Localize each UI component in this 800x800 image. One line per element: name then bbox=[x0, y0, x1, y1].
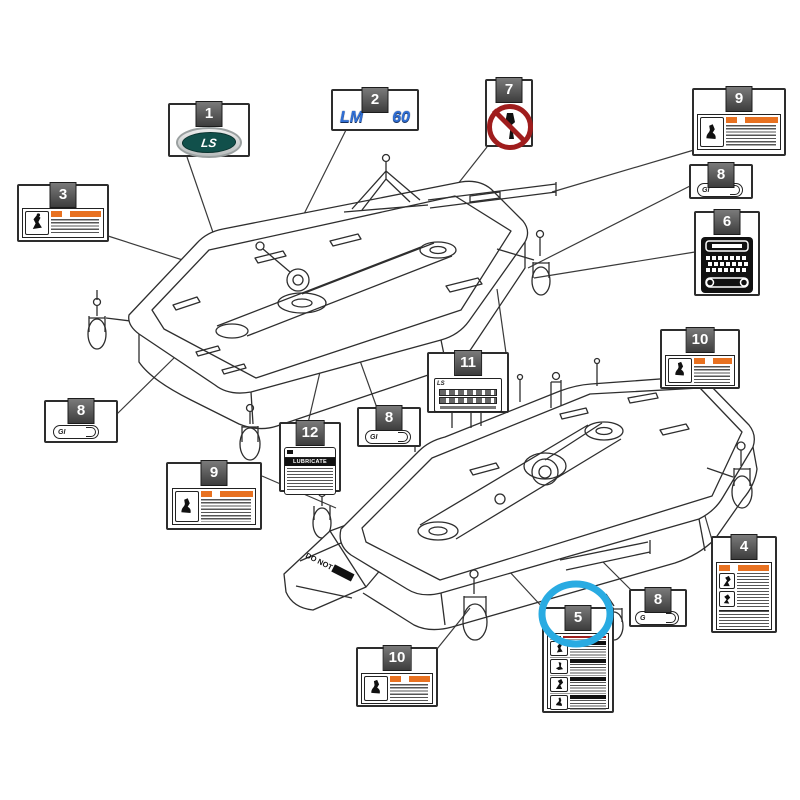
rotating-blade-icon bbox=[550, 659, 568, 674]
warning-decal bbox=[172, 488, 256, 525]
warning-decal bbox=[22, 208, 104, 238]
callout-3-number: 3 bbox=[49, 182, 77, 208]
callout-8-number: 8 bbox=[707, 162, 735, 188]
chute-text-blur bbox=[331, 564, 355, 582]
caster-wheel bbox=[239, 427, 261, 461]
tip-over-hazard-icon bbox=[25, 211, 49, 235]
callout-10-number: 10 bbox=[382, 645, 412, 671]
pinch-hazard-icon bbox=[364, 676, 388, 701]
keep-clear-icon bbox=[550, 641, 568, 656]
callout-10-number: 10 bbox=[685, 327, 715, 353]
warning-instructions-decal bbox=[716, 562, 772, 630]
warning-decal bbox=[697, 114, 781, 150]
callout-8-box: 8 GI bbox=[689, 162, 753, 199]
grease-decal-text: GI bbox=[702, 186, 710, 194]
mower-deck-top bbox=[87, 153, 557, 461]
thrown-object-icon bbox=[719, 573, 735, 589]
callout-10-box: 10 bbox=[356, 645, 438, 707]
gearbox bbox=[286, 268, 310, 292]
danger-decal bbox=[547, 633, 609, 710]
callout-2-box: 2 LM 60 bbox=[331, 87, 419, 131]
callout-5-number: 5 bbox=[564, 605, 592, 631]
callout-4-box: 4 bbox=[711, 534, 777, 633]
pinch-hazard-icon bbox=[668, 358, 692, 383]
component-plate-decal bbox=[701, 237, 753, 293]
ls-logo-decal: LS bbox=[176, 127, 242, 158]
spindle-pulley bbox=[419, 241, 457, 259]
caster-wheel bbox=[731, 475, 753, 509]
callout-5-box: 5 bbox=[542, 605, 614, 713]
callout-8-number: 8 bbox=[67, 398, 95, 424]
spindle-pulley bbox=[215, 323, 249, 339]
danger-header-icon bbox=[550, 636, 561, 638]
serial-number-plate-decal: LS bbox=[434, 378, 502, 412]
grease-decal-text: G bbox=[640, 614, 646, 622]
callout-1-box: 1 LS bbox=[168, 101, 250, 158]
model-logo-left: LM bbox=[340, 109, 364, 126]
caster-wheel bbox=[462, 603, 488, 641]
callout-12-number: 12 bbox=[295, 420, 325, 446]
callout-3-box: 3 bbox=[17, 182, 109, 242]
plate-footer-text bbox=[440, 406, 496, 409]
callout-4-number: 4 bbox=[730, 534, 758, 560]
plate-ls-text: LS bbox=[437, 381, 445, 387]
lubricate-decal: LUBRICATE bbox=[284, 447, 336, 495]
callout-9-box: 9 bbox=[692, 86, 786, 156]
grease-point-decal: GI bbox=[365, 430, 411, 444]
callout-12-box: 12 LUBRICATE bbox=[279, 420, 341, 495]
callout-8-number: 8 bbox=[644, 587, 672, 613]
no-riders-icon bbox=[487, 104, 533, 150]
callout-7-box: 7 bbox=[485, 77, 533, 150]
spindle-pulley bbox=[584, 421, 624, 441]
callout-8-box: 8 G bbox=[629, 587, 687, 627]
caster-wheel bbox=[531, 266, 551, 296]
grease-point-decal: GI bbox=[53, 425, 99, 439]
callout-2-number: 2 bbox=[361, 87, 389, 113]
drive-belt bbox=[419, 422, 622, 540]
gearbox bbox=[523, 452, 567, 480]
thrown-object-icon bbox=[550, 677, 568, 692]
model-logo-decal: LM 60 bbox=[333, 109, 417, 130]
hitch-frame bbox=[343, 161, 429, 213]
callout-11-number: 11 bbox=[454, 350, 482, 376]
warning-decal bbox=[361, 673, 433, 704]
callout-6-number: 6 bbox=[713, 209, 741, 235]
callout-7-number: 7 bbox=[495, 77, 523, 103]
callout-6-box: 6 bbox=[694, 209, 760, 296]
drive-belt bbox=[216, 242, 453, 337]
grease-point-decal: G bbox=[635, 611, 679, 625]
person-figure-icon bbox=[505, 113, 515, 139]
pinch-hazard-icon bbox=[700, 117, 724, 147]
callout-1-number: 1 bbox=[195, 101, 223, 127]
warning-decal bbox=[665, 355, 735, 386]
pinch-hazard-icon bbox=[175, 491, 199, 522]
callout-10-box: 10 bbox=[660, 327, 740, 389]
plate-model-row bbox=[439, 389, 497, 396]
model-logo-right: 60 bbox=[392, 109, 410, 126]
plate-serial-row bbox=[439, 397, 497, 404]
caster-wheel bbox=[87, 318, 107, 350]
spindle-pulley bbox=[417, 521, 459, 541]
lubricate-decal-icon bbox=[285, 448, 335, 458]
warning-body-text bbox=[737, 573, 769, 607]
callout-9-number: 9 bbox=[725, 86, 753, 112]
callout-9-number: 9 bbox=[200, 460, 228, 486]
lubricate-decal-text bbox=[287, 468, 333, 492]
callout-8-number: 8 bbox=[375, 405, 403, 431]
danger-header bbox=[550, 636, 606, 638]
blade-hazard-icon bbox=[719, 591, 735, 607]
ls-logo-text: LS bbox=[180, 132, 238, 153]
lubricate-decal-title: LUBRICATE bbox=[285, 458, 335, 466]
grease-decal-text: GI bbox=[58, 428, 66, 436]
danger-header-bar bbox=[563, 636, 606, 638]
callout-9-box: 9 bbox=[166, 460, 262, 530]
grease-decal-text: GI bbox=[370, 433, 378, 441]
hand-entanglement-icon bbox=[550, 695, 568, 710]
callout-11-box: 11 LS bbox=[427, 350, 509, 413]
callout-8-box: 8 GI bbox=[357, 405, 421, 447]
callout-8-box: 8 GI bbox=[44, 398, 118, 443]
warning-footer-text bbox=[719, 610, 769, 627]
